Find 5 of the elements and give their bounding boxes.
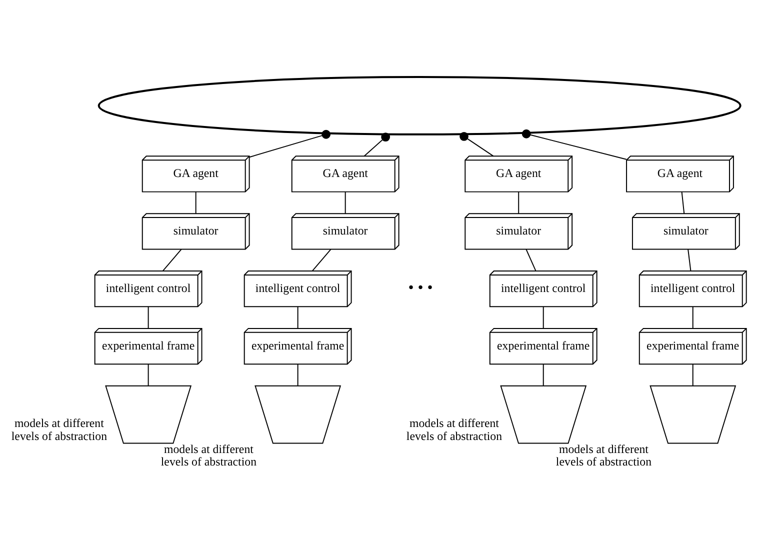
node-label: models at different levels of abstraction xyxy=(160,442,257,469)
label: • • • xyxy=(408,280,433,297)
node-label: models at different levels of abstraction xyxy=(11,416,108,443)
node-label: models at different levels of abstraction xyxy=(556,442,652,469)
node-label: models at different levels of abstraction xyxy=(406,416,502,443)
